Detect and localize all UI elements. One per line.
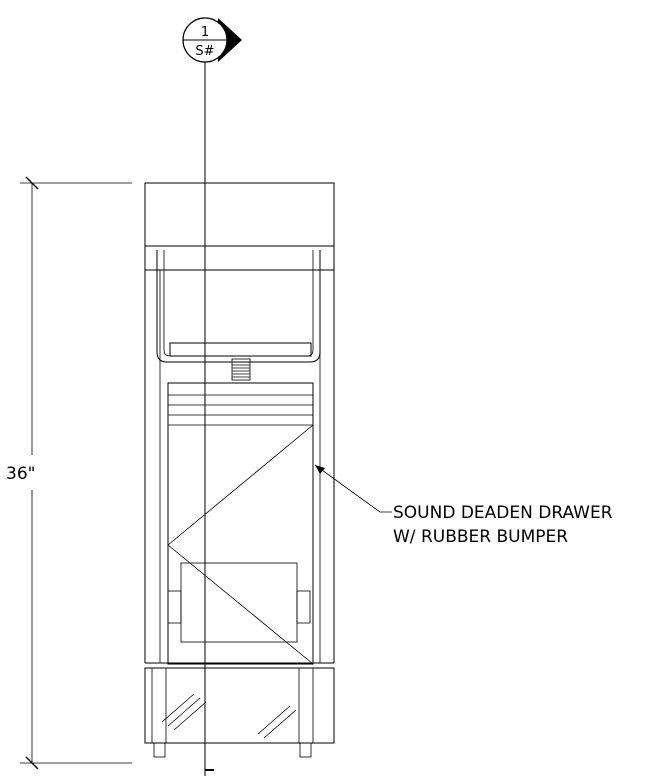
section-number: 1 (201, 25, 209, 40)
callout-line2: W/ RUBBER BUMPER (393, 527, 568, 547)
sound-deaden-drawer (167, 382, 314, 665)
section-sheet: S# (195, 44, 214, 59)
cabinet-elevation (144, 182, 335, 758)
section-marker[interactable]: 1 S# (182, 17, 242, 63)
cabinet-base (144, 662, 335, 758)
callout-line1: SOUND DEADEN DRAWER (393, 503, 613, 523)
drain-thread (231, 358, 251, 381)
height-dimension: 36" (6, 176, 132, 770)
drawer-callout: SOUND DEADEN DRAWER W/ RUBBER BUMPER (314, 464, 613, 547)
dimension-label: 36" (6, 464, 35, 484)
